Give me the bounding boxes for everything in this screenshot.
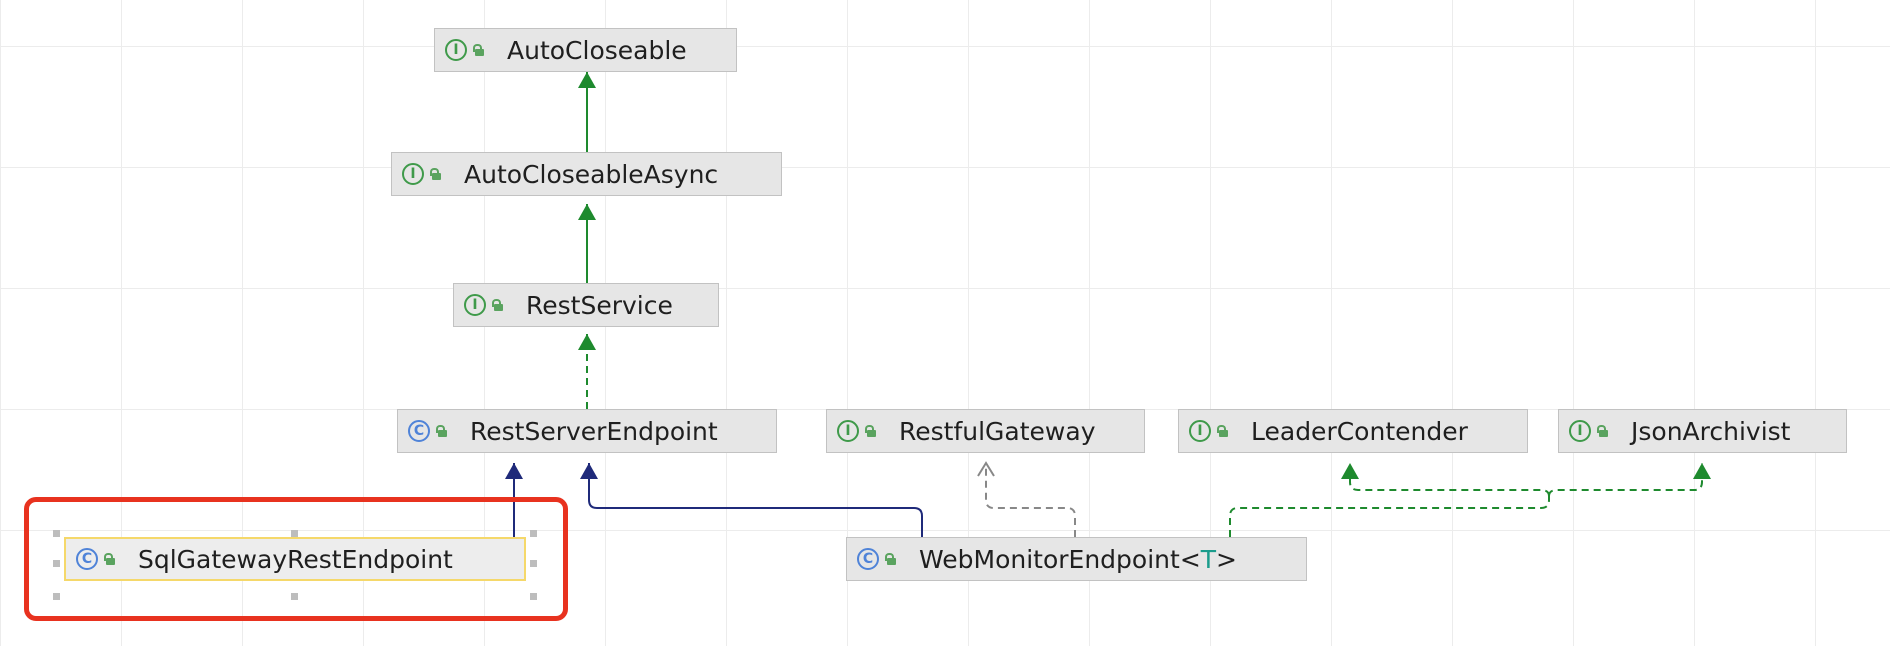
selection-handle[interactable] — [53, 530, 60, 537]
generic-open: < — [1179, 544, 1201, 574]
node-autocloseableasync[interactable]: I AutoCloseableAsync — [391, 152, 782, 196]
interface-icon: I — [1569, 420, 1591, 442]
node-label: AutoCloseableAsync — [464, 159, 719, 189]
class-icon: C — [857, 548, 879, 570]
class-icon: C — [76, 548, 98, 570]
interface-icon: I — [837, 420, 859, 442]
node-label: JsonArchivist — [1631, 416, 1791, 446]
visibility-icon — [436, 425, 448, 437]
node-label: SqlGatewayRestEndpoint — [138, 544, 453, 574]
edge-webmonitor-to-restserverendpoint — [588, 463, 923, 537]
node-restfulgateway[interactable]: I RestfulGateway — [826, 409, 1145, 453]
edge-branch-jsonarchivist — [1548, 463, 1703, 497]
interface-icon: I — [464, 294, 486, 316]
highlight-box — [24, 497, 568, 621]
arrowhead-autocloseable — [578, 72, 596, 88]
node-label: RestfulGateway — [899, 416, 1096, 446]
node-label: LeaderContender — [1251, 416, 1468, 446]
node-label: WebMonitorEndpoint — [919, 544, 1180, 574]
generic-close: > — [1216, 544, 1237, 574]
node-restserverendpoint[interactable]: C RestServerEndpoint — [397, 409, 777, 453]
visibility-icon — [473, 44, 485, 56]
selection-handle[interactable] — [291, 593, 298, 600]
arrowhead-jsonarchivist — [1693, 463, 1711, 479]
edge-webmonitor-to-interfaces — [1229, 496, 1550, 537]
arrowhead-leadercontender — [1341, 463, 1359, 479]
selection-handle[interactable] — [291, 530, 298, 537]
arrowhead-autocloseableasync — [578, 204, 596, 220]
arrowhead-restserverendpoint-b — [580, 463, 598, 479]
interface-icon: I — [445, 39, 467, 61]
arrowhead-restservice — [578, 334, 596, 350]
node-jsonarchivist[interactable]: I JsonArchivist — [1558, 409, 1847, 453]
edge-branch-leadercontender — [1349, 463, 1550, 497]
node-leadercontender[interactable]: I LeaderContender — [1178, 409, 1528, 453]
edge-webmonitor-to-restfulgateway — [985, 463, 1076, 537]
type-parameter: T — [1200, 544, 1217, 574]
node-restservice[interactable]: I RestService — [453, 283, 719, 327]
visibility-icon — [885, 553, 897, 565]
visibility-icon — [492, 299, 504, 311]
class-icon: C — [408, 420, 430, 442]
interface-icon: I — [402, 163, 424, 185]
node-sqlgatewayrestendpoint[interactable]: C SqlGatewayRestEndpoint — [64, 537, 526, 581]
selection-handle[interactable] — [530, 530, 537, 537]
arrowhead-restfulgateway — [977, 461, 995, 477]
selection-handle[interactable] — [530, 560, 537, 567]
visibility-icon — [430, 168, 442, 180]
visibility-icon — [865, 425, 877, 437]
arrowhead-restserverendpoint-a — [505, 463, 523, 479]
node-label: RestServerEndpoint — [470, 416, 718, 446]
interface-icon: I — [1189, 420, 1211, 442]
selection-handle[interactable] — [530, 593, 537, 600]
visibility-icon — [104, 553, 116, 565]
node-label: RestService — [526, 290, 673, 320]
visibility-icon — [1217, 425, 1229, 437]
node-webmonitorendpoint[interactable]: C WebMonitorEndpoint<T> — [846, 537, 1307, 581]
node-label: AutoCloseable — [507, 35, 687, 65]
visibility-icon — [1597, 425, 1609, 437]
selection-handle[interactable] — [53, 560, 60, 567]
selection-handle[interactable] — [53, 593, 60, 600]
node-autocloseable[interactable]: I AutoCloseable — [434, 28, 737, 72]
